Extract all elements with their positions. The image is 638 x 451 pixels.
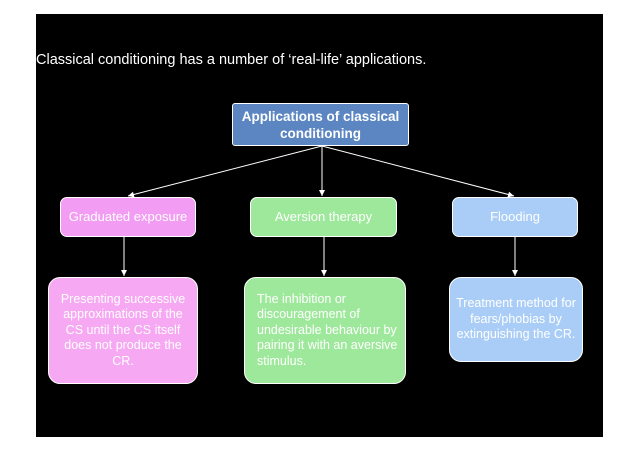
root-label: Applications of classical conditioning [241, 108, 400, 141]
graduated-exposure-description-node: Presenting successive approximations of … [48, 277, 198, 384]
intro-text: Classical conditioning has a number of ‘… [36, 52, 427, 68]
graduated-exposure-node: Graduated exposure [60, 197, 196, 237]
aversion-therapy-description: The inhibition or discouragement of unde… [257, 291, 398, 368]
arrow-root-to-flooding [321, 145, 515, 198]
flooding-description-node: Treatment method for fears/phobias by ex… [449, 277, 583, 362]
aversion-therapy-node: Aversion therapy [250, 197, 397, 237]
root-node: Applications of classical conditioning [232, 103, 409, 146]
aversion-therapy-description-node: The inhibition or discouragement of unde… [244, 277, 406, 384]
flooding-label: Flooding [490, 209, 540, 224]
arrow-root-to-graduated-exposure [127, 145, 323, 198]
aversion-therapy-label: Aversion therapy [274, 209, 373, 224]
flooding-description: Treatment method for fears/phobias by ex… [456, 296, 576, 342]
flooding-node: Flooding [452, 197, 578, 237]
graduated-exposure-description: Presenting successive approximations of … [60, 291, 186, 368]
graduated-exposure-label: Graduated exposure [68, 209, 188, 224]
